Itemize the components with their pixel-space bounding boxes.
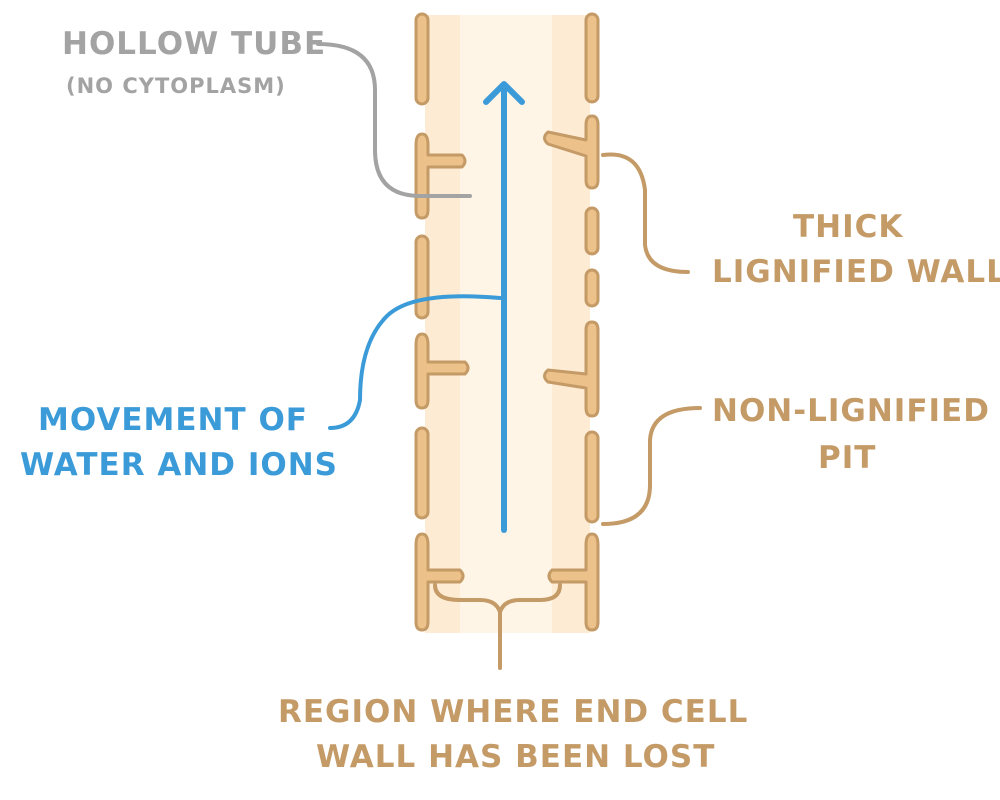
- left-wall-segment-with-pit-border: [414, 332, 470, 410]
- pit-label-line2: PIT: [818, 440, 877, 476]
- end-wall-label-line2: WALL HAS BEEN LOST: [316, 739, 716, 775]
- right-wall-segment-end: [547, 532, 600, 632]
- movement-label-line2: WATER AND IONS: [20, 447, 338, 483]
- right-wall-segment-with-pit-border: [543, 320, 600, 418]
- water-flow-arrow: [483, 81, 525, 533]
- left-wall-segment: [414, 12, 430, 106]
- thick-wall-leader: [601, 152, 690, 274]
- left-wall-segment-with-pit-border: [414, 132, 467, 220]
- right-wall: [543, 12, 600, 632]
- thick-wall-label-line2: LIGNIFIED WALL: [712, 254, 1000, 290]
- end-wall-label-line1: REGION WHERE END CELL: [278, 694, 749, 730]
- left-wall-segment: [414, 426, 430, 520]
- pit-leader: [601, 406, 702, 526]
- pit-label-line1: NON-LIGNIFIED: [712, 393, 990, 429]
- left-wall-segment: [414, 234, 430, 320]
- left-wall-segment-end: [414, 532, 465, 632]
- thick-wall-label-line1: THICK: [793, 209, 904, 245]
- right-wall-segment-with-pit-border: [543, 114, 600, 190]
- right-wall-segment: [584, 12, 600, 104]
- movement-label-line1: MOVEMENT OF: [38, 402, 308, 438]
- hollow-tube-leader: [316, 42, 472, 198]
- right-wall-segment: [584, 268, 600, 308]
- right-wall-segment: [584, 430, 600, 524]
- no-cytoplasm-label: (NO CYTOPLASM): [66, 74, 286, 98]
- right-wall-segment: [584, 206, 600, 256]
- hollow-tube-label: HOLLOW TUBE: [62, 26, 327, 62]
- left-wall: [414, 12, 470, 632]
- movement-leader: [328, 294, 502, 430]
